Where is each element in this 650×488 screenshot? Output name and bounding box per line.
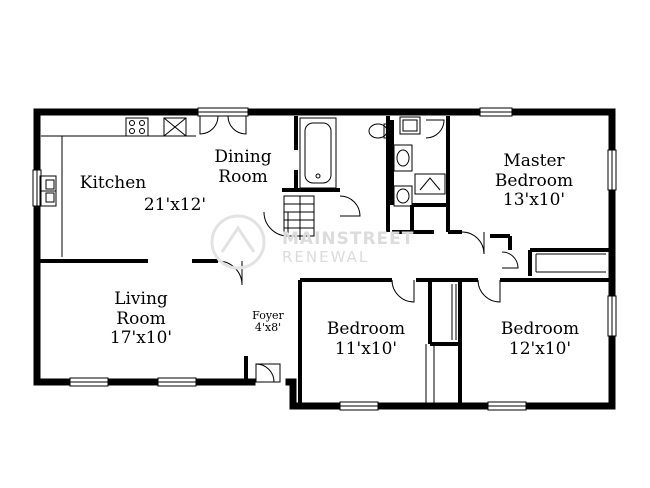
entry-door: [255, 363, 281, 383]
foyer-size: 4'x8': [255, 321, 281, 334]
bedroom-right-label: Bedroom: [501, 319, 579, 339]
master-label-line1: Master: [503, 151, 565, 171]
bathtub-icon: [299, 117, 337, 189]
living-label-line1: Living: [114, 289, 168, 309]
dining-label-line2: Room: [218, 167, 267, 187]
window-glazing: [36, 111, 613, 407]
dining-label-line1: Dining: [214, 147, 271, 167]
door-swings: [199, 115, 519, 383]
stove-icon: [125, 117, 149, 137]
master-size: 13'x10': [503, 190, 565, 210]
watermark: MAINSTREET RENEWAL: [210, 214, 414, 270]
watermark-logo-icon: [210, 214, 266, 270]
fridge-icon: [163, 117, 187, 137]
watermark-line1: MAINSTREET: [282, 229, 414, 249]
master-label-line2: Bedroom: [495, 171, 573, 191]
bedroom-mid-size: 11'x10': [335, 339, 397, 359]
kitchen-dining-size: 21'x12': [144, 195, 206, 215]
bedroom-right-size: 12'x10': [509, 339, 571, 359]
kitchen-label: Kitchen: [80, 173, 146, 193]
stairs-icon: [283, 195, 315, 237]
washer-icon: [414, 173, 446, 195]
toilet-icon: [368, 123, 391, 139]
interior-walls: [37, 116, 612, 406]
bedroom-mid-label: Bedroom: [327, 319, 405, 339]
sink-icon: [393, 144, 413, 207]
living-label-line2: Room: [116, 309, 165, 329]
hall-fixture-icon: [399, 116, 421, 135]
living-size: 17'x10': [110, 328, 172, 348]
watermark-line2: RENEWAL: [282, 248, 369, 266]
foyer-label: Foyer: [252, 309, 284, 322]
thin-lines: [299, 196, 606, 406]
